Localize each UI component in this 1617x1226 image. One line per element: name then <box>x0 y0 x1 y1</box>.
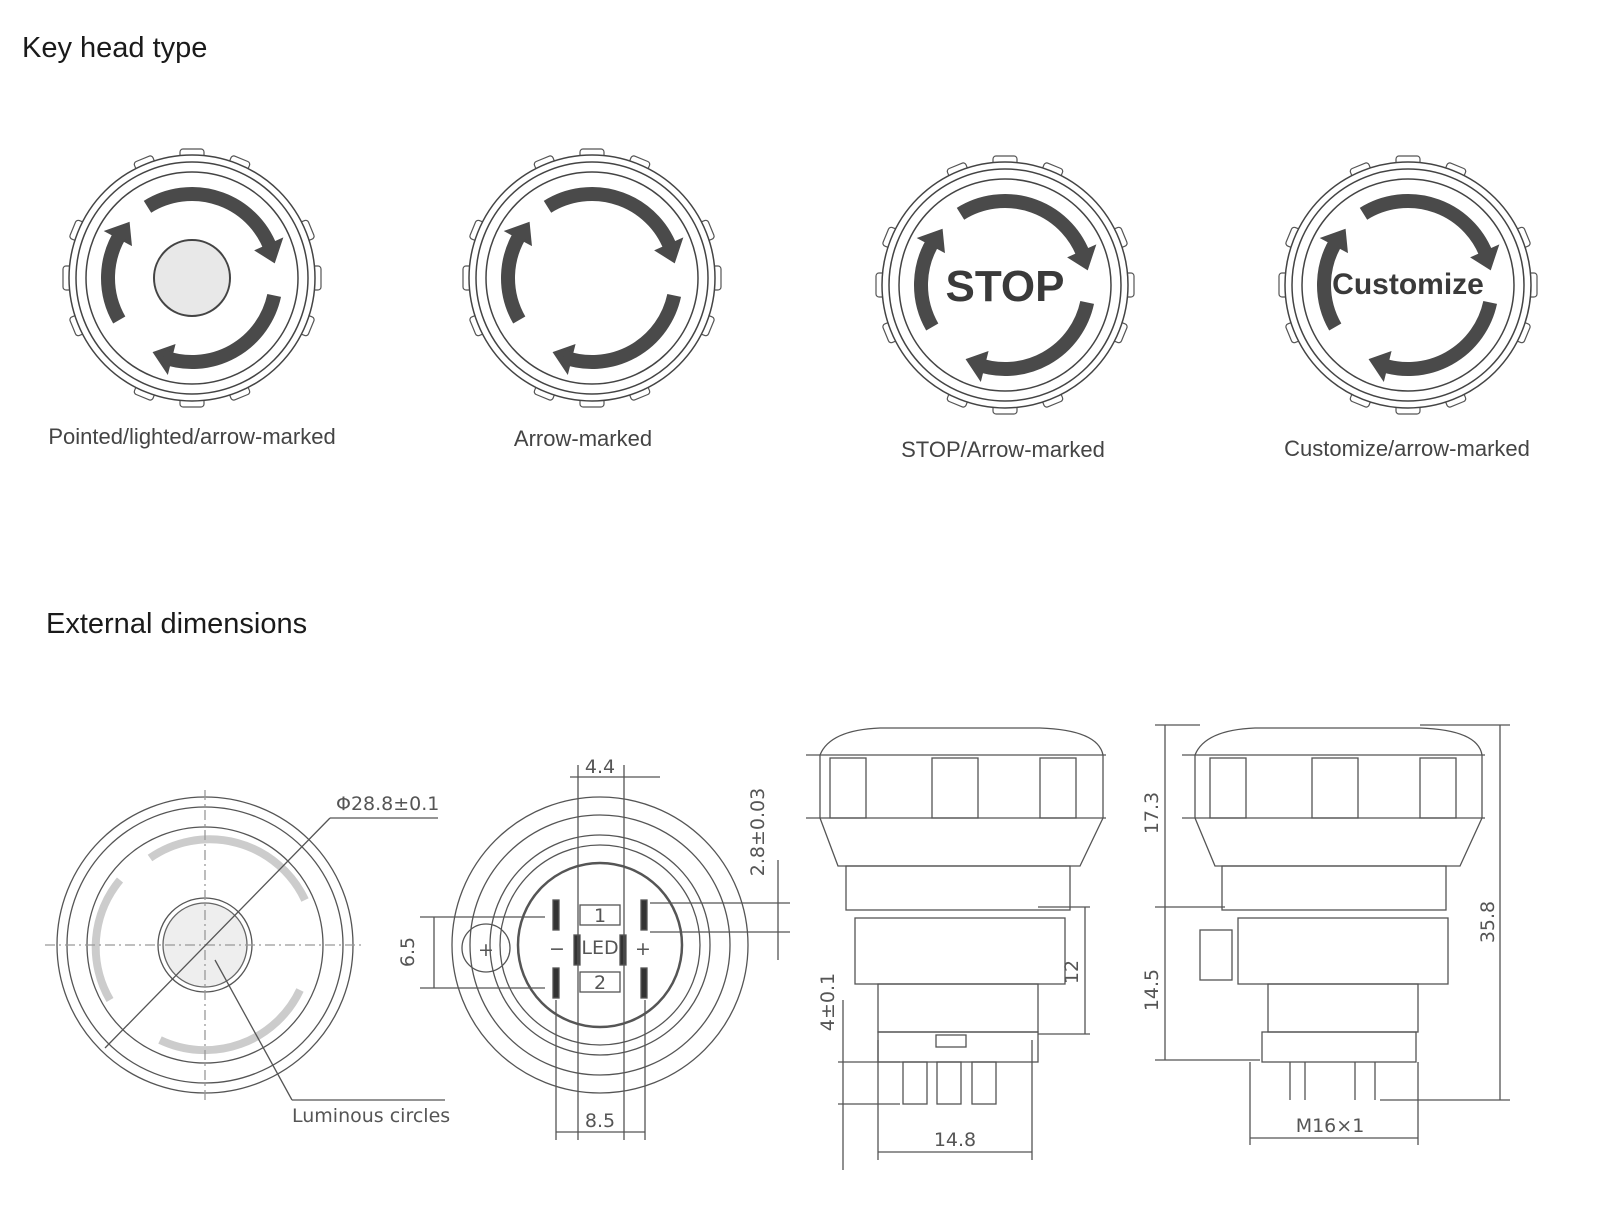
led-terminal-view: 1 2 LED − + + 4.4 8.5 6.5 2.8±0.03 <box>397 756 790 1140</box>
dim-diameter: Φ28.8±0.1 <box>336 793 439 815</box>
inner-ring <box>85 171 299 385</box>
label-customize-arrow: Customize/arrow-marked <box>1284 436 1530 461</box>
dim-14-8: 14.8 <box>934 1129 976 1151</box>
pin-1-label: 1 <box>594 905 606 927</box>
inner-ring <box>1301 178 1515 392</box>
arrow-arc <box>101 227 129 324</box>
inner-ring <box>898 178 1112 392</box>
luminous-circles-label: Luminous circles <box>292 1105 450 1127</box>
light-lens <box>153 239 231 317</box>
arrow-arc <box>956 194 1092 262</box>
customize-text: Customize <box>1332 268 1484 301</box>
arrow-arc <box>1376 300 1498 376</box>
key-head-pointed-lighted <box>62 148 322 408</box>
side-view: 12 4±0.1 14.8 <box>806 727 1106 1170</box>
side-view-rotated: 17.3 14.5 35.8 M16×1 <box>1141 724 1510 1145</box>
arrow-arc <box>501 227 529 324</box>
arrow-arc <box>1317 234 1345 331</box>
dim-8-5: 8.5 <box>585 1110 615 1132</box>
key-head-stop: STOP <box>875 155 1135 415</box>
dim-17-3: 17.3 <box>1141 792 1163 834</box>
middle-ring <box>1291 168 1525 402</box>
middle-ring <box>888 168 1122 402</box>
key-head-customize: Customize <box>1278 155 1538 415</box>
dim-2-8: 2.8±0.03 <box>747 788 769 876</box>
arrow-arc <box>1359 194 1495 262</box>
key-head-arrow <box>462 148 722 408</box>
middle-ring <box>75 161 309 395</box>
stop-text: STOP <box>945 262 1064 311</box>
arrow-arc <box>143 187 279 255</box>
arrow-arc <box>973 300 1095 376</box>
arrow-arc <box>914 234 942 331</box>
key-head-type-title: Key head type <box>22 32 208 64</box>
arrow-arc <box>543 187 679 255</box>
minus-label: − <box>549 938 565 960</box>
dim-6-5: 6.5 <box>397 937 419 967</box>
screw-plus: + <box>478 939 494 961</box>
label-stop-arrow: STOP/Arrow-marked <box>901 437 1105 462</box>
arrow-arc <box>160 293 282 369</box>
label-pointed-lighted: Pointed/lighted/arrow-marked <box>48 424 336 449</box>
dim-35-8: 35.8 <box>1477 901 1499 943</box>
middle-ring <box>475 161 709 395</box>
front-view: Φ28.8±0.1 Luminous circles <box>45 790 450 1127</box>
dim-4: 4±0.1 <box>817 973 839 1031</box>
external-dimensions-title: External dimensions <box>46 608 308 640</box>
dim-12: 12 <box>1061 960 1083 984</box>
dim-4-4: 4.4 <box>585 756 615 778</box>
dim-14-5: 14.5 <box>1141 969 1163 1011</box>
key-head-illustrations: STOP Customize <box>62 148 1538 415</box>
plus-label: + <box>635 938 651 960</box>
inner-ring <box>485 171 699 385</box>
pin-2-label: 2 <box>594 972 606 994</box>
led-label: LED <box>581 937 618 959</box>
arrow-arc <box>560 293 682 369</box>
label-arrow-marked: Arrow-marked <box>513 426 653 451</box>
dim-thread: M16×1 <box>1296 1115 1365 1137</box>
